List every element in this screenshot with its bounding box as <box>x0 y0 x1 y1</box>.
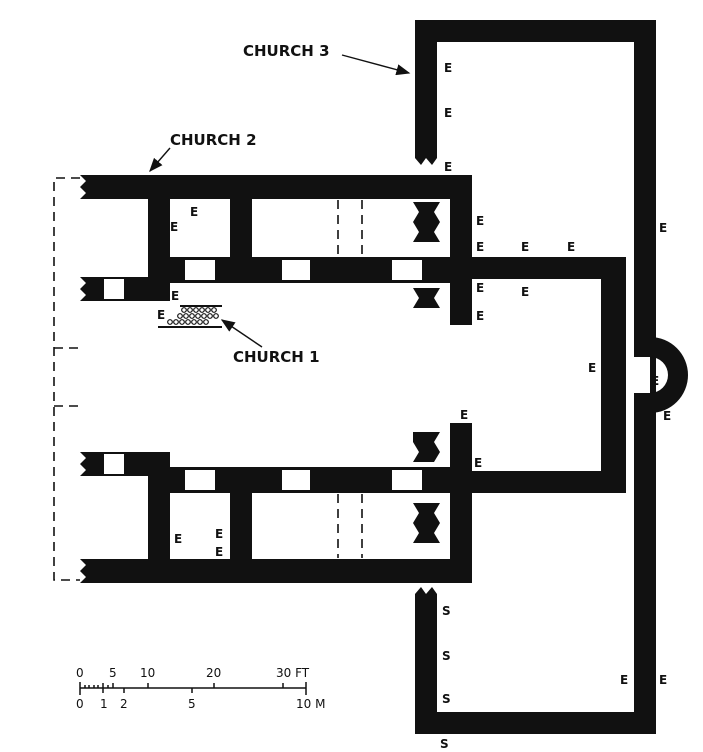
e-marker: E <box>659 673 667 687</box>
church1-walls <box>466 257 626 493</box>
e-marker: E <box>170 220 178 234</box>
church1-remnant <box>158 305 222 328</box>
label-church2: CHURCH 2 <box>170 131 257 149</box>
scale-m-tick: 5 <box>188 697 196 711</box>
scale-ft-tick: 0 <box>76 666 84 680</box>
scale-ft-tick: 10 <box>140 666 155 680</box>
e-marker: E <box>476 240 484 254</box>
arcade-openings <box>104 260 422 490</box>
s-markers: S S S S <box>440 604 451 751</box>
scale-m-tick: 0 <box>76 697 84 711</box>
e-marker: E <box>190 205 198 219</box>
scale-m-tick: 2 <box>120 697 128 711</box>
s-marker: S <box>442 649 451 663</box>
scale-ft-tick: 30 FT <box>276 666 310 680</box>
scale-m-tick: 10 M <box>296 697 325 711</box>
dashed-lines <box>53 177 363 581</box>
e-marker: E <box>157 308 165 322</box>
e-marker: E <box>476 214 484 228</box>
e-marker: E <box>588 361 596 375</box>
e-marker: E <box>444 106 452 120</box>
scale-bar: 0 5 10 20 30 FT 0 1 2 5 10 M <box>76 666 325 711</box>
e-marker: E <box>460 408 468 422</box>
label-church1: CHURCH 1 <box>233 348 320 366</box>
e-marker: E <box>215 527 223 541</box>
s-marker: S <box>440 737 449 751</box>
e-marker: E <box>659 221 667 235</box>
scale-m-tick: 1 <box>100 697 108 711</box>
e-marker: E <box>444 160 452 174</box>
e-marker: E <box>521 285 529 299</box>
label-church3: CHURCH 3 <box>243 42 330 60</box>
wall-fragments <box>413 202 440 543</box>
e-marker: E <box>476 309 484 323</box>
scale-ft-tick: 20 <box>206 666 221 680</box>
e-markers: E E E E E E E E E E E E E E E E E E E E … <box>157 61 671 687</box>
e-marker: E <box>663 409 671 423</box>
e-marker: E <box>521 240 529 254</box>
e-marker: E <box>567 240 575 254</box>
e-marker: E <box>651 374 659 388</box>
s-marker: S <box>442 604 451 618</box>
e-marker: E <box>215 545 223 559</box>
e-marker: E <box>174 532 182 546</box>
e-marker: E <box>620 673 628 687</box>
e-marker: E <box>474 456 482 470</box>
e-marker: E <box>444 61 452 75</box>
e-marker: E <box>171 289 179 303</box>
church3-apse <box>650 337 688 413</box>
e-marker: E <box>476 281 484 295</box>
scale-ft-tick: 5 <box>109 666 117 680</box>
s-marker: S <box>442 692 451 706</box>
church2-walls <box>80 175 472 583</box>
